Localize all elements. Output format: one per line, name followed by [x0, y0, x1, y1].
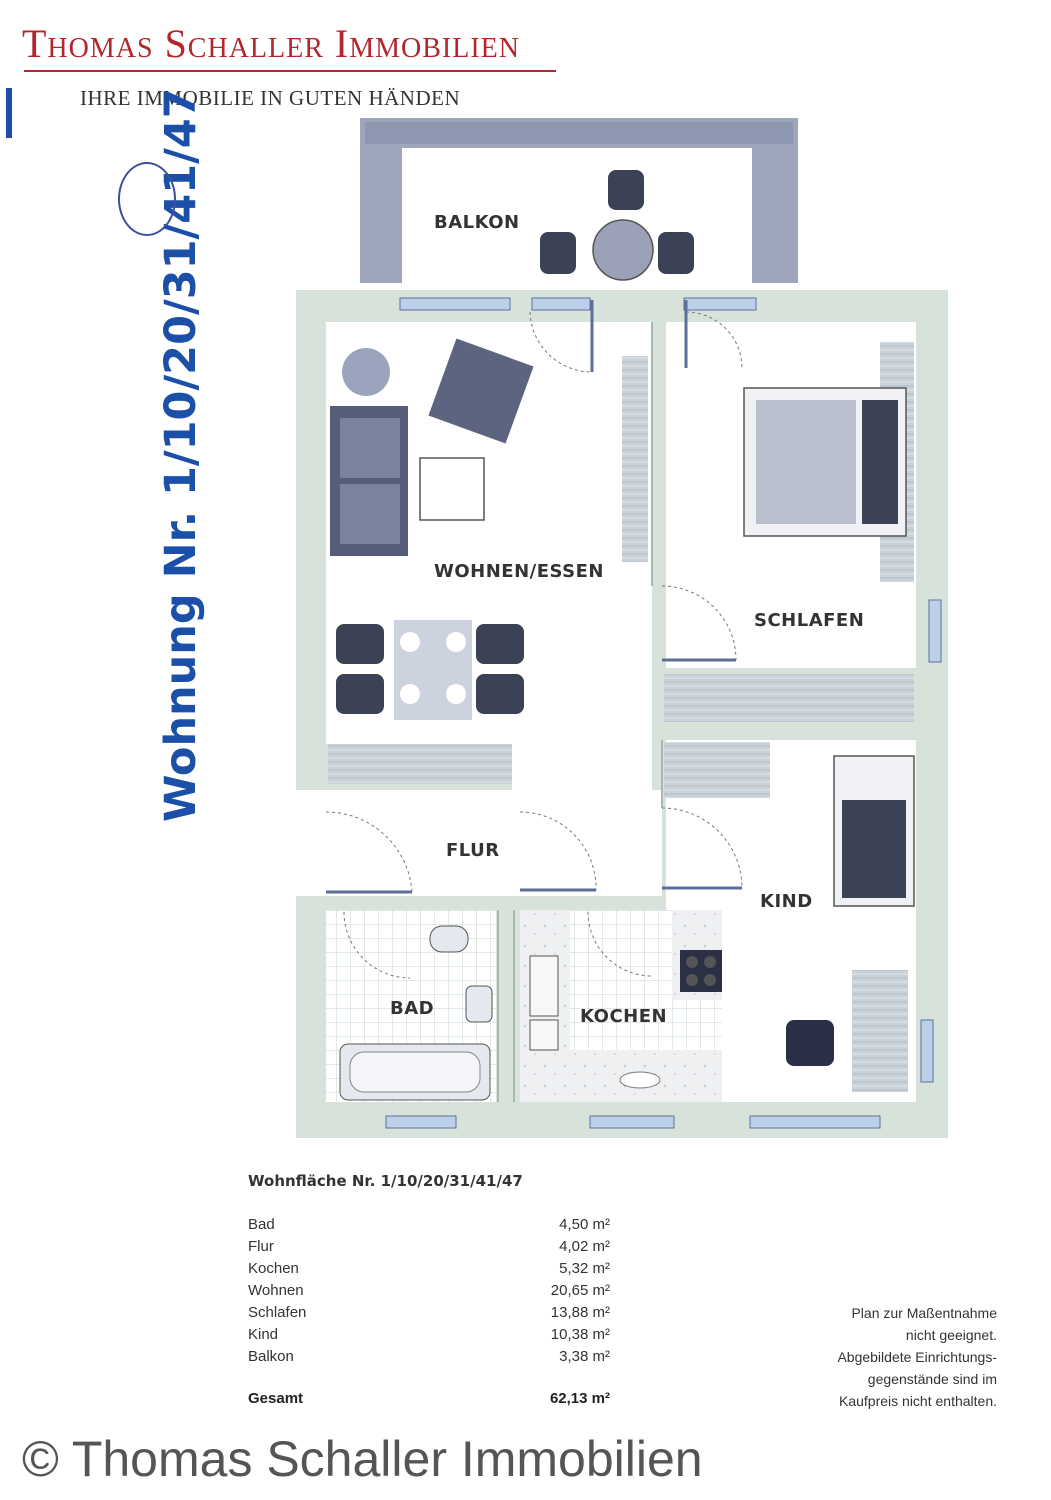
area-room-value: 20,65 m² — [550, 1282, 610, 1299]
room-label-schlafen: SCHLAFEN — [754, 610, 865, 631]
kitchen-fixtures — [529, 950, 722, 1089]
area-room-name: Kochen — [248, 1260, 299, 1277]
area-row: Kochen 5,32 m² — [248, 1258, 610, 1280]
area-room-name: Schlafen — [248, 1304, 307, 1321]
note-line: gegenstände sind im — [867, 1371, 997, 1387]
area-room-value: 3,38 m² — [559, 1348, 610, 1365]
brand-name: Thomas Schaller Immobilien — [22, 21, 520, 66]
wardrobe-schlafen — [664, 674, 914, 722]
kids-room-furniture — [786, 755, 915, 1092]
wardrobe-kind — [664, 742, 770, 798]
living-furniture — [330, 338, 648, 720]
copyright-notice: © Thomas Schaller Immobilien — [22, 1431, 703, 1487]
area-room-name: Balkon — [248, 1348, 294, 1365]
balcony-furniture — [540, 170, 694, 281]
bedroom-furniture — [743, 342, 914, 582]
area-room-name: Wohnen — [248, 1282, 304, 1299]
disclaimer-note: Plan zur Maßentnahme nicht geeignet. Abg… — [767, 1302, 997, 1412]
floor-plan — [296, 118, 948, 1138]
area-row: Bad 4,50 m² — [248, 1214, 610, 1236]
wardrobe-flur — [328, 744, 512, 784]
area-row: Flur 4,02 m² — [248, 1236, 610, 1258]
room-label-kochen: KOCHEN — [580, 1006, 668, 1027]
brand-tagline: IHRE IMMOBILIE IN GUTEN HÄNDEN — [80, 86, 461, 110]
note-line: Plan zur Maßentnahme — [851, 1305, 997, 1321]
area-room-value: 10,38 m² — [550, 1326, 610, 1343]
room-label-flur: FLUR — [446, 840, 500, 861]
brand-underline — [24, 70, 556, 72]
bathroom-fixtures — [339, 925, 493, 1101]
area-room-value: 4,50 m² — [559, 1216, 610, 1233]
area-room-value: 13,88 m² — [550, 1304, 610, 1321]
area-row: Balkon 3,38 m² — [248, 1346, 610, 1368]
area-total-row: Gesamt 62,13 m² — [248, 1390, 610, 1407]
area-table-title: Wohnfläche Nr. 1/10/20/31/41/47 — [248, 1172, 523, 1190]
area-room-name: Flur — [248, 1238, 274, 1255]
area-room-value: 4,02 m² — [559, 1238, 610, 1255]
area-room-name: Bad — [248, 1216, 275, 1233]
area-row: Schlafen 13,88 m² — [248, 1302, 610, 1324]
note-line: Abgebildete Einrichtungs- — [837, 1349, 997, 1365]
room-label-kind: KIND — [760, 891, 813, 912]
area-room-name: Kind — [248, 1326, 279, 1343]
edge-mark — [6, 88, 12, 138]
area-table: Bad 4,50 m² Flur 4,02 m² Kochen 5,32 m² Woh… — [248, 1214, 610, 1368]
area-row: Wohnen 20,65 m² — [248, 1280, 610, 1302]
area-room-value: 5,32 m² — [559, 1260, 610, 1277]
balcony-planters — [360, 118, 798, 283]
area-total-label: Gesamt — [248, 1390, 304, 1407]
area-row: Kind 10,38 m² — [248, 1324, 610, 1346]
room-label-balkon: BALKON — [434, 212, 520, 233]
note-line: Kaufpreis nicht enthalten. — [839, 1393, 997, 1409]
room-label-bad: BAD — [390, 998, 435, 1019]
area-total-value: 62,13 m² — [549, 1390, 610, 1407]
hand-drawn-circle — [118, 162, 176, 236]
room-label-wohnen: WOHNEN/ESSEN — [434, 561, 604, 582]
note-line: nicht geeignet. — [905, 1327, 997, 1343]
